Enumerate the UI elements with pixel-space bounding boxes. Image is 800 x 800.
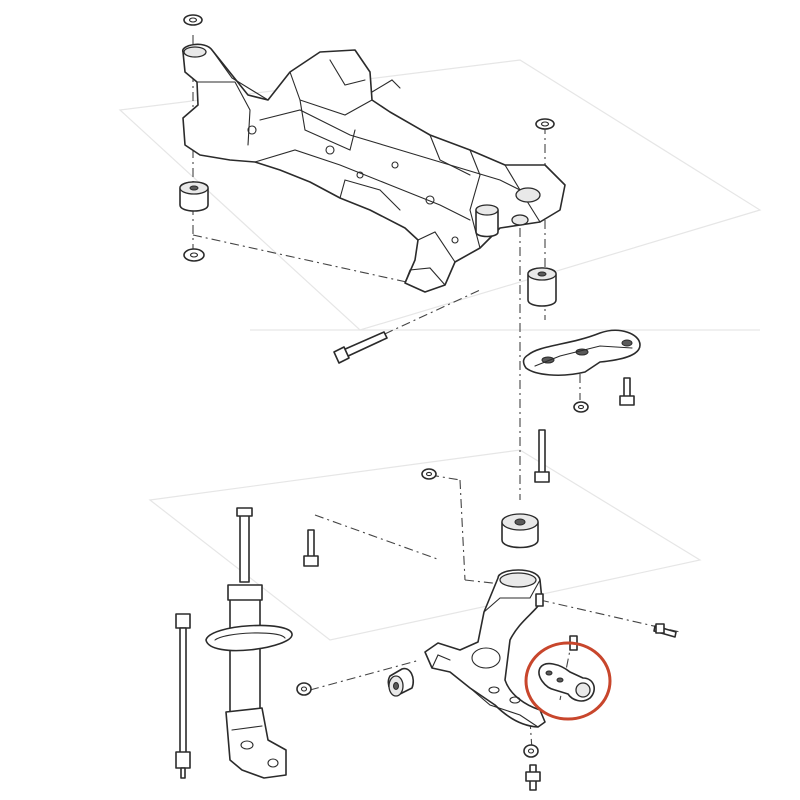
- ball-joint-highlight-circle: [524, 641, 612, 721]
- subframe-washer-top-right: [535, 118, 555, 130]
- subframe-washer-bottom-left: [183, 248, 205, 262]
- nut: [573, 401, 589, 413]
- bolt: [534, 429, 550, 483]
- bolt: [653, 623, 677, 638]
- background-hint-lines: [118, 59, 762, 641]
- lower-arm: [424, 569, 546, 728]
- stay-bracket: [522, 329, 641, 377]
- nut: [523, 744, 539, 758]
- bolt: [619, 377, 635, 406]
- subframe-bushing-left: [179, 181, 209, 212]
- lower-arm-bushing-rear: [501, 513, 539, 549]
- bolt: [525, 764, 541, 791]
- lower-arm-bushing-front: [387, 667, 415, 697]
- nut: [296, 682, 312, 696]
- bolt: [303, 529, 319, 567]
- front-subframe: [182, 43, 566, 293]
- stabilizer-link: [175, 613, 191, 779]
- strut-assembly: [205, 507, 293, 779]
- subframe-washer-top-left: [183, 14, 203, 26]
- subframe-bushing-right: [527, 267, 557, 307]
- subframe-mount-bolt: [333, 331, 388, 364]
- nut: [421, 468, 437, 480]
